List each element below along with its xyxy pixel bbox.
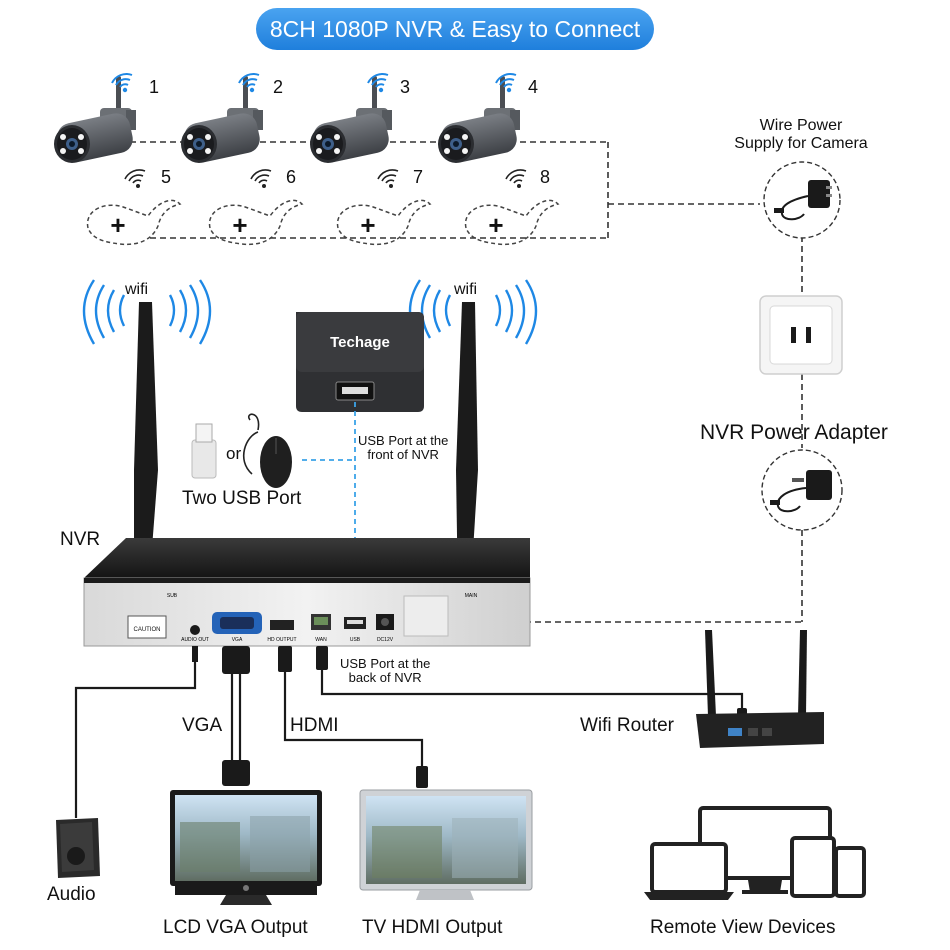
usb-back-label: USB Port at the back of NVR <box>340 656 431 686</box>
lcd-monitor <box>170 790 322 905</box>
caution-label: CAUTION <box>134 627 161 633</box>
antenna-wifi-signals <box>82 279 538 345</box>
audio-out-port-label: AUDIO OUT <box>181 637 209 643</box>
output-cables <box>74 660 744 818</box>
tv <box>359 789 533 900</box>
tv-hdmi-output-label: TV HDMI Output <box>362 917 503 938</box>
two-usb-port-label: Two USB Port <box>182 488 302 509</box>
brand-text: Techage <box>330 334 390 351</box>
usb-front-label: USB Port at the front of NVR <box>358 433 449 463</box>
dashed-connections <box>70 141 803 623</box>
camera-power-adapter-icon <box>763 161 841 239</box>
vga-port-label: VGA <box>232 637 243 643</box>
nvr-label: NVR <box>60 529 101 550</box>
hdmi-label: HDMI <box>290 715 339 736</box>
camera-number-8: 8 <box>540 167 551 187</box>
cable-connectors <box>192 646 747 788</box>
usb-port-label: USB <box>350 637 361 643</box>
camera-number-4: 4 <box>528 77 539 97</box>
lcd-vga-output-label: LCD VGA Output <box>163 917 308 938</box>
hdmi-port-label: HD OUTPUT <box>267 637 296 643</box>
remote-devices <box>644 806 866 900</box>
remote-view-devices-label: Remote View Devices <box>650 917 836 938</box>
dc12v-port-label: DC12V <box>377 637 394 643</box>
wan-port-label: WAN <box>315 637 327 643</box>
diagram-title: 8CH 1080P NVR & Easy to Connect <box>256 8 654 50</box>
wall-socket-icon <box>759 295 843 375</box>
main-antenna-label: MAIN <box>465 593 478 599</box>
vga-label: VGA <box>182 715 223 736</box>
sub-antenna-label: SUB <box>167 593 178 599</box>
camera-number-5: 5 <box>161 167 172 187</box>
wifi-label-right: wifi <box>454 281 478 298</box>
camera-number-2: 2 <box>273 77 284 97</box>
nvr-front-panel: Techage <box>296 312 424 412</box>
nvr-power-adapter-icon <box>761 449 843 531</box>
nvr-power-adapter-label: NVR Power Adapter <box>700 421 888 444</box>
wire-power-label: Wire Power Supply for Camera <box>734 117 868 153</box>
camera-number-6: 6 <box>286 167 297 187</box>
camera-number-1: 1 <box>149 77 160 97</box>
camera-number-3: 3 <box>400 77 411 97</box>
nvr-device: CAUTION AUDIO OUT VGA HD OUTPUT WAN USB … <box>83 538 531 647</box>
add-camera-5 <box>86 199 181 246</box>
speaker <box>56 818 100 878</box>
mouse-icon <box>242 413 292 488</box>
wifi-router <box>696 630 824 748</box>
usb-or-label: or <box>226 444 242 463</box>
audio-label: Audio <box>47 884 96 905</box>
camera-number-7: 7 <box>413 167 424 187</box>
usb-drive-icon <box>191 423 217 479</box>
wifi-router-label: Wifi Router <box>580 715 674 736</box>
wifi-label-left: wifi <box>125 281 149 298</box>
